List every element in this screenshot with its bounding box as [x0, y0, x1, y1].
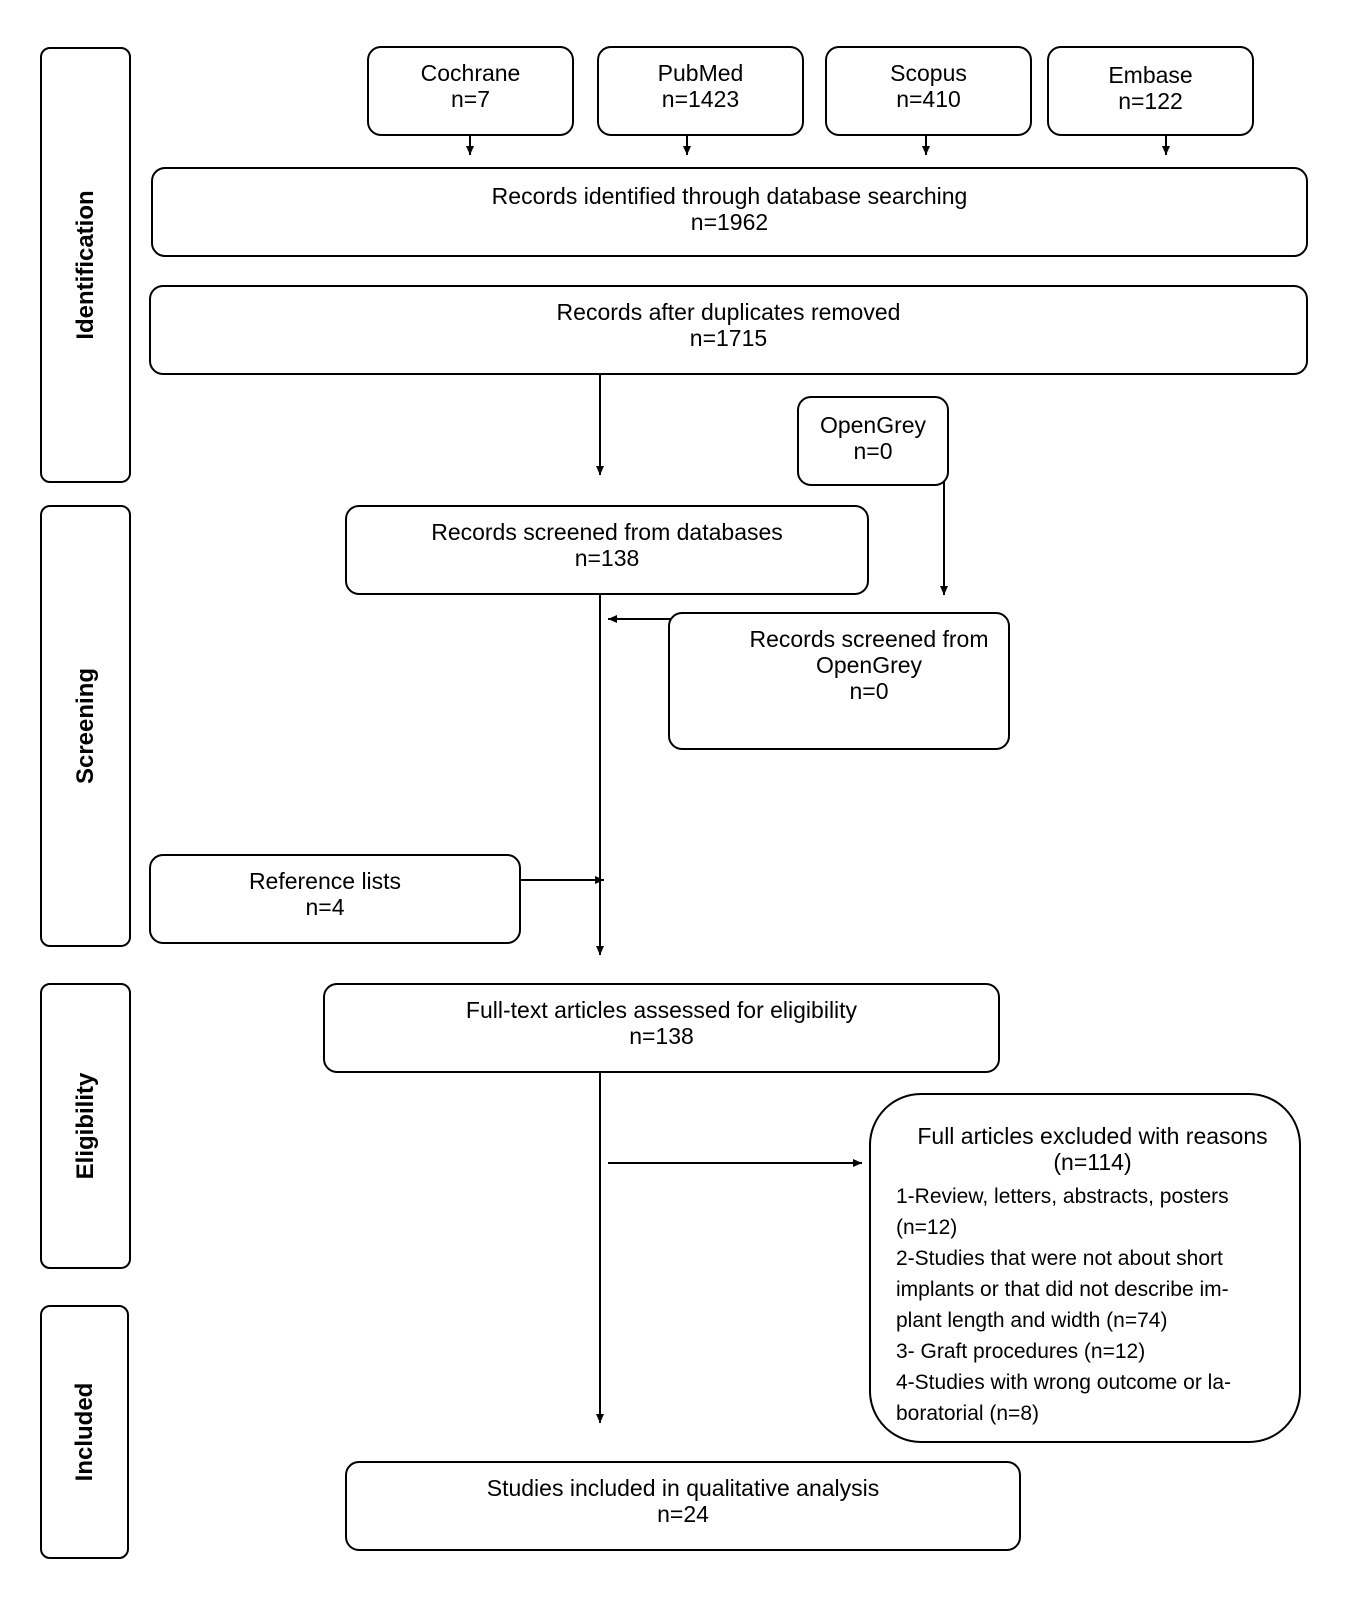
exclusion-reason-2: 2-Studies that were not about short impl… — [896, 1247, 1229, 1332]
exclusion-reasons-list: 1-Review, letters, abstracts, posters (n… — [896, 1181, 1289, 1429]
records-identified-count: n=1962 — [690, 209, 769, 235]
studies-included-count: n=24 — [657, 1501, 709, 1527]
screened-databases-label: Records screened from databases — [431, 519, 783, 545]
studies-included-label: Studies included in qualitative analysis — [486, 1475, 880, 1501]
excluded-title: Full articles excluded with reasons — [917, 1123, 1268, 1149]
source-cochrane-count: n=7 — [450, 86, 490, 112]
screened-opengrey-label-line1: Records screened from — [749, 626, 989, 652]
source-cochrane-label: Cochrane — [420, 60, 521, 86]
source-embase-box: Embase n=122 — [1047, 46, 1254, 136]
opengrey-count: n=0 — [853, 438, 893, 464]
source-pubmed-box: PubMed n=1423 — [597, 46, 804, 136]
stage-eligibility: Eligibility — [40, 983, 131, 1269]
excluded-count: (n=114) — [1053, 1149, 1132, 1175]
source-scopus-count: n=410 — [896, 86, 961, 112]
stage-included-label: Included — [70, 1382, 98, 1482]
stage-screening: Screening — [40, 505, 131, 947]
source-embase-label: Embase — [1108, 62, 1193, 88]
studies-included-box: Studies included in qualitative analysis… — [345, 1461, 1021, 1551]
source-pubmed-count: n=1423 — [661, 86, 740, 112]
reference-lists-count: n=4 — [305, 894, 345, 920]
source-cochrane-box: Cochrane n=7 — [367, 46, 574, 136]
reference-lists-label: Reference lists — [248, 868, 402, 894]
exclusion-reason-4: 4-Studies with wrong outcome or la- bora… — [896, 1371, 1231, 1425]
opengrey-box: OpenGrey n=0 — [797, 396, 949, 486]
excluded-articles-box: Full articles excluded with reasons (n=1… — [869, 1093, 1301, 1443]
screened-opengrey-label-line2: OpenGrey — [815, 652, 923, 678]
source-scopus-label: Scopus — [890, 60, 967, 86]
full-text-assessed-count: n=138 — [629, 1023, 694, 1049]
exclusion-reason-1: 1-Review, letters, abstracts, posters (n… — [896, 1185, 1229, 1239]
records-deduplicated-label: Records after duplicates removed — [556, 299, 901, 325]
screened-opengrey-box: Records screened from OpenGrey n=0 — [668, 612, 1010, 750]
stage-included: Included — [40, 1305, 129, 1559]
source-scopus-box: Scopus n=410 — [825, 46, 1032, 136]
full-text-assessed-label: Full-text articles assessed for eligibil… — [465, 997, 858, 1023]
records-deduplicated-box: Records after duplicates removed n=1715 — [149, 285, 1308, 375]
source-embase-count: n=122 — [1118, 88, 1183, 114]
reference-lists-box: Reference lists n=4 — [149, 854, 521, 944]
stage-identification: Identification — [40, 47, 131, 483]
records-identified-label: Records identified through database sear… — [491, 183, 968, 209]
records-deduplicated-count: n=1715 — [689, 325, 768, 351]
stage-identification-label: Identification — [71, 190, 99, 340]
stage-eligibility-label: Eligibility — [71, 1072, 99, 1180]
opengrey-label: OpenGrey — [819, 412, 927, 438]
screened-databases-count: n=138 — [574, 545, 640, 571]
exclusion-reason-3: 3- Graft procedures (n=12) — [896, 1340, 1146, 1363]
source-pubmed-label: PubMed — [657, 60, 744, 86]
screened-databases-box: Records screened from databases n=138 — [345, 505, 869, 595]
records-identified-box: Records identified through database sear… — [151, 167, 1308, 257]
full-text-assessed-box: Full-text articles assessed for eligibil… — [323, 983, 1000, 1073]
stage-screening-label: Screening — [71, 667, 99, 785]
screened-opengrey-count: n=0 — [849, 678, 889, 704]
